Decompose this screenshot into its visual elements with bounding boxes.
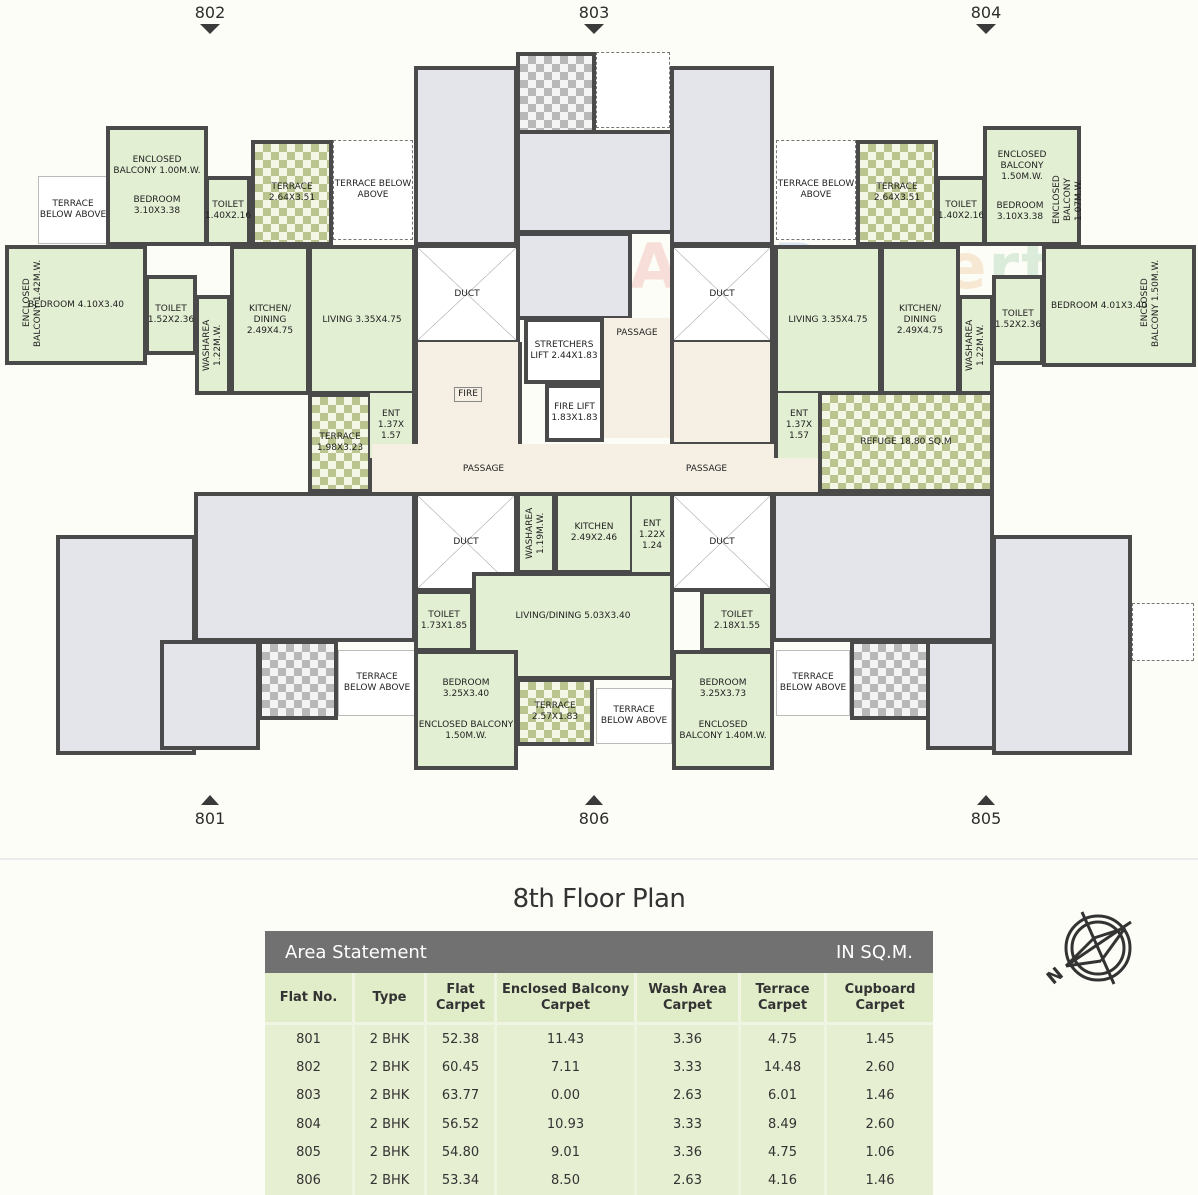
flat-803-terrace-below-above — [596, 52, 670, 128]
flat-804-washarea: Washarea 1.22M.W. — [958, 295, 994, 395]
flat-805-living-kitchen — [772, 492, 994, 642]
flat-805-terrace — [850, 640, 930, 720]
flat-803-bedroom-left — [414, 66, 518, 246]
flat-803-living-dining — [516, 130, 674, 234]
flat-802-terrace-below-above-left: Terrace Below Above — [38, 176, 108, 244]
flat-803-bedroom-right — [670, 66, 774, 246]
arrow-up-icon — [585, 795, 603, 805]
flat-806-terrace-below-above: Terrace Below Above — [596, 688, 672, 744]
flat-804-entrance: Ent 1.37x 1.57 — [774, 393, 820, 458]
flat-801-living-kitchen — [194, 492, 416, 642]
flat-802-toilet-2: Toilet 1.52x2.36 — [145, 275, 197, 355]
flat-802-toilet-1: Toilet 1.40x2.16 — [205, 176, 251, 246]
flat-806-terrace: Terrace 2.57x1.83 — [516, 678, 594, 746]
core-stretchers-lift: Stretchers Lift 2.44x1.83 — [524, 318, 604, 384]
area-statement-table: Area Statement IN SQ.M. Flat No. Type Fl… — [265, 931, 933, 1195]
flat-804-kitchen-dining: Kitchen/ Dining 2.49x4.75 — [880, 245, 960, 395]
flat-806-duct-right: Duct — [670, 492, 774, 592]
flat-802-living: Living 3.35x4.75 — [308, 245, 416, 395]
flat-marker-802: 802 — [180, 3, 240, 34]
flat-802-terrace-2: Terrace 1.98x3.23 — [308, 393, 372, 493]
flat-802-enclosed-balcony-side: Enclosed Balcony 1.42M.W. — [22, 259, 43, 347]
table-header-row: Flat No. Type Flat Carpet Enclosed Balco… — [265, 973, 933, 1025]
arrow-down-icon — [976, 24, 996, 34]
area-statement-header: Area Statement IN SQ.M. — [265, 931, 933, 973]
core-passage: Passage Passage — [372, 444, 818, 494]
flat-801-terrace — [258, 640, 338, 720]
passage-left-label: Passage — [462, 463, 505, 474]
flat-804-bedroom-2: Bedroom 4.01x3.40 — [1042, 245, 1196, 367]
flat-806-kitchen: Kitchen 2.49x2.46 — [554, 492, 634, 574]
flat-805-balcony-projection — [1132, 603, 1194, 661]
flat-806-toilet-left: Toilet 1.73x1.85 — [414, 590, 474, 652]
arrow-up-icon — [201, 795, 219, 805]
flat-802-kitchen-dining: Kitchen/ Dining 2.49x4.75 — [230, 245, 310, 395]
passage-right-label: Passage — [685, 463, 728, 474]
north-compass-icon: N — [1040, 900, 1150, 990]
flat-806-bedroom-left: Bedroom 3.25x3.40 Enclosed Balcony 1.50M… — [414, 650, 518, 770]
flat-marker-803: 803 — [564, 3, 624, 34]
flat-802-terrace: Terrace 2.64x3.51 — [251, 140, 333, 246]
flat-802-terrace-below-above-right: Terrace Below Above — [333, 140, 413, 240]
flat-801-terrace-below-above: Terrace Below Above — [338, 650, 416, 716]
flat-804-terrace-below-above: Terrace Below Above — [776, 140, 856, 240]
flat-marker-801: 801 — [180, 795, 240, 828]
flat-804-bedroom-1: Enclosed Balcony 1.50M.W. Bedroom 3.10x3… — [983, 126, 1081, 246]
column-header-terrace: Terrace Carpet — [741, 973, 827, 1025]
flat-marker-805: 805 — [956, 795, 1016, 828]
flat-802-bedroom-2: Bedroom 4.10x3.40 — [5, 245, 147, 365]
column-header-flat-carpet: Flat Carpet — [427, 973, 497, 1025]
column-header-flat-no: Flat No. — [265, 973, 355, 1025]
flat-805-terrace-below-above: Terrace Below Above — [776, 650, 850, 716]
column-header-type: Type — [355, 973, 427, 1025]
flat-806-entrance: Ent 1.22x 1.24 — [632, 492, 672, 574]
flat-marker-806: 806 — [564, 795, 624, 828]
flat-803-kitchen — [516, 232, 632, 320]
arrow-down-icon — [584, 24, 604, 34]
floor-plan: A2Z Property www.A2ZProperty.in 802 803 … — [5, 3, 1196, 828]
core-stair-right — [670, 342, 774, 446]
arrow-up-icon — [977, 795, 995, 805]
area-statement-title: Area Statement — [285, 941, 427, 963]
area-table: Flat No. Type Flat Carpet Enclosed Balco… — [265, 973, 933, 1195]
page-title: 8th Floor Plan — [512, 884, 686, 914]
flat-805-bedrooms-wing — [992, 535, 1132, 755]
core-duct-right: Duct — [670, 244, 774, 344]
column-header-wash-area: Wash Area Carpet — [637, 973, 741, 1025]
core-fire-lift: Fire Lift 1.83x1.83 — [545, 384, 604, 442]
flat-806-toilet-right: Toilet 2.18x1.55 — [700, 590, 774, 652]
flat-marker-804: 804 — [956, 3, 1016, 34]
column-header-enclosed-balcony: Enclosed Balcony Carpet — [497, 973, 637, 1025]
north-label: N — [1043, 963, 1068, 989]
flat-804-toilet-1: Toilet 1.40x2.16 — [936, 176, 986, 246]
flat-804-toilet-2: Toilet 1.52x2.36 — [992, 275, 1044, 365]
flat-804-living: Living 3.35x4.75 — [774, 245, 882, 395]
flat-804-refuge: Refuge 18.80 SQ.M — [818, 391, 994, 493]
flat-806-bedroom-right: Bedroom 3.25x3.73 Enclosed Balcony 1.40M… — [672, 650, 774, 770]
flat-802-washarea: Washarea 1.22M.W. — [195, 295, 231, 395]
arrow-down-icon — [200, 24, 220, 34]
section-divider — [0, 858, 1198, 860]
column-header-cupboard: Cupboard Carpet — [827, 973, 933, 1025]
core-fire-stair: Fire — [414, 342, 522, 446]
flat-802-bedroom-1: Enclosed Balcony 1.00M.W. Bedroom 3.10x3… — [106, 126, 208, 246]
core-duct-left: Duct — [414, 244, 520, 344]
flat-801-bedroom-2 — [160, 640, 260, 750]
flat-804-enclosed-balcony-vertical: Enclosed Balcony 1.07M.W. — [1052, 175, 1084, 225]
core-passage-top: Passage — [604, 318, 670, 438]
flat-803-terrace — [516, 52, 596, 134]
area-unit-label: IN SQ.M. — [835, 941, 913, 963]
flat-804-enclosed-balcony-side: Enclosed Balcony 1.50M.W. — [1140, 259, 1161, 347]
flat-806-washarea: Washarea 1.19M.W. — [516, 492, 556, 574]
flat-804-terrace: Terrace 2.64x3.51 — [856, 140, 938, 246]
